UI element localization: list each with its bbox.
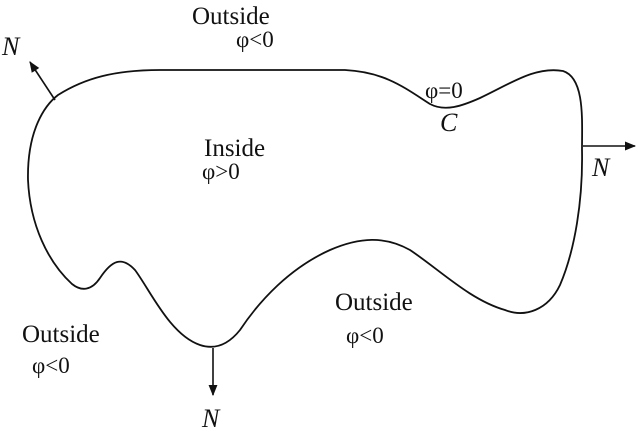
- normal-label-top-left: N: [2, 32, 20, 61]
- boundary-label: φ=0: [425, 78, 463, 103]
- region-condition-inside: φ>0: [202, 159, 240, 184]
- normal-arrow-top-left: [29, 61, 56, 101]
- region-condition-outside-top: φ<0: [236, 27, 274, 52]
- region-label-outside-bottom-right: Outside: [335, 289, 413, 316]
- region-label-outside-top: Outside: [192, 3, 270, 30]
- region-condition-outside-bottom-right: φ<0: [346, 323, 384, 348]
- curve-label-c: C: [440, 108, 458, 137]
- normal-label-right: N: [592, 153, 610, 182]
- region-label-inside: Inside: [204, 135, 266, 162]
- normal-label-bottom: N: [202, 404, 220, 433]
- curve-c: [27, 69, 584, 348]
- region-label-outside-bottom-left: Outside: [22, 321, 100, 348]
- region-condition-outside-bottom-left: φ<0: [32, 353, 70, 378]
